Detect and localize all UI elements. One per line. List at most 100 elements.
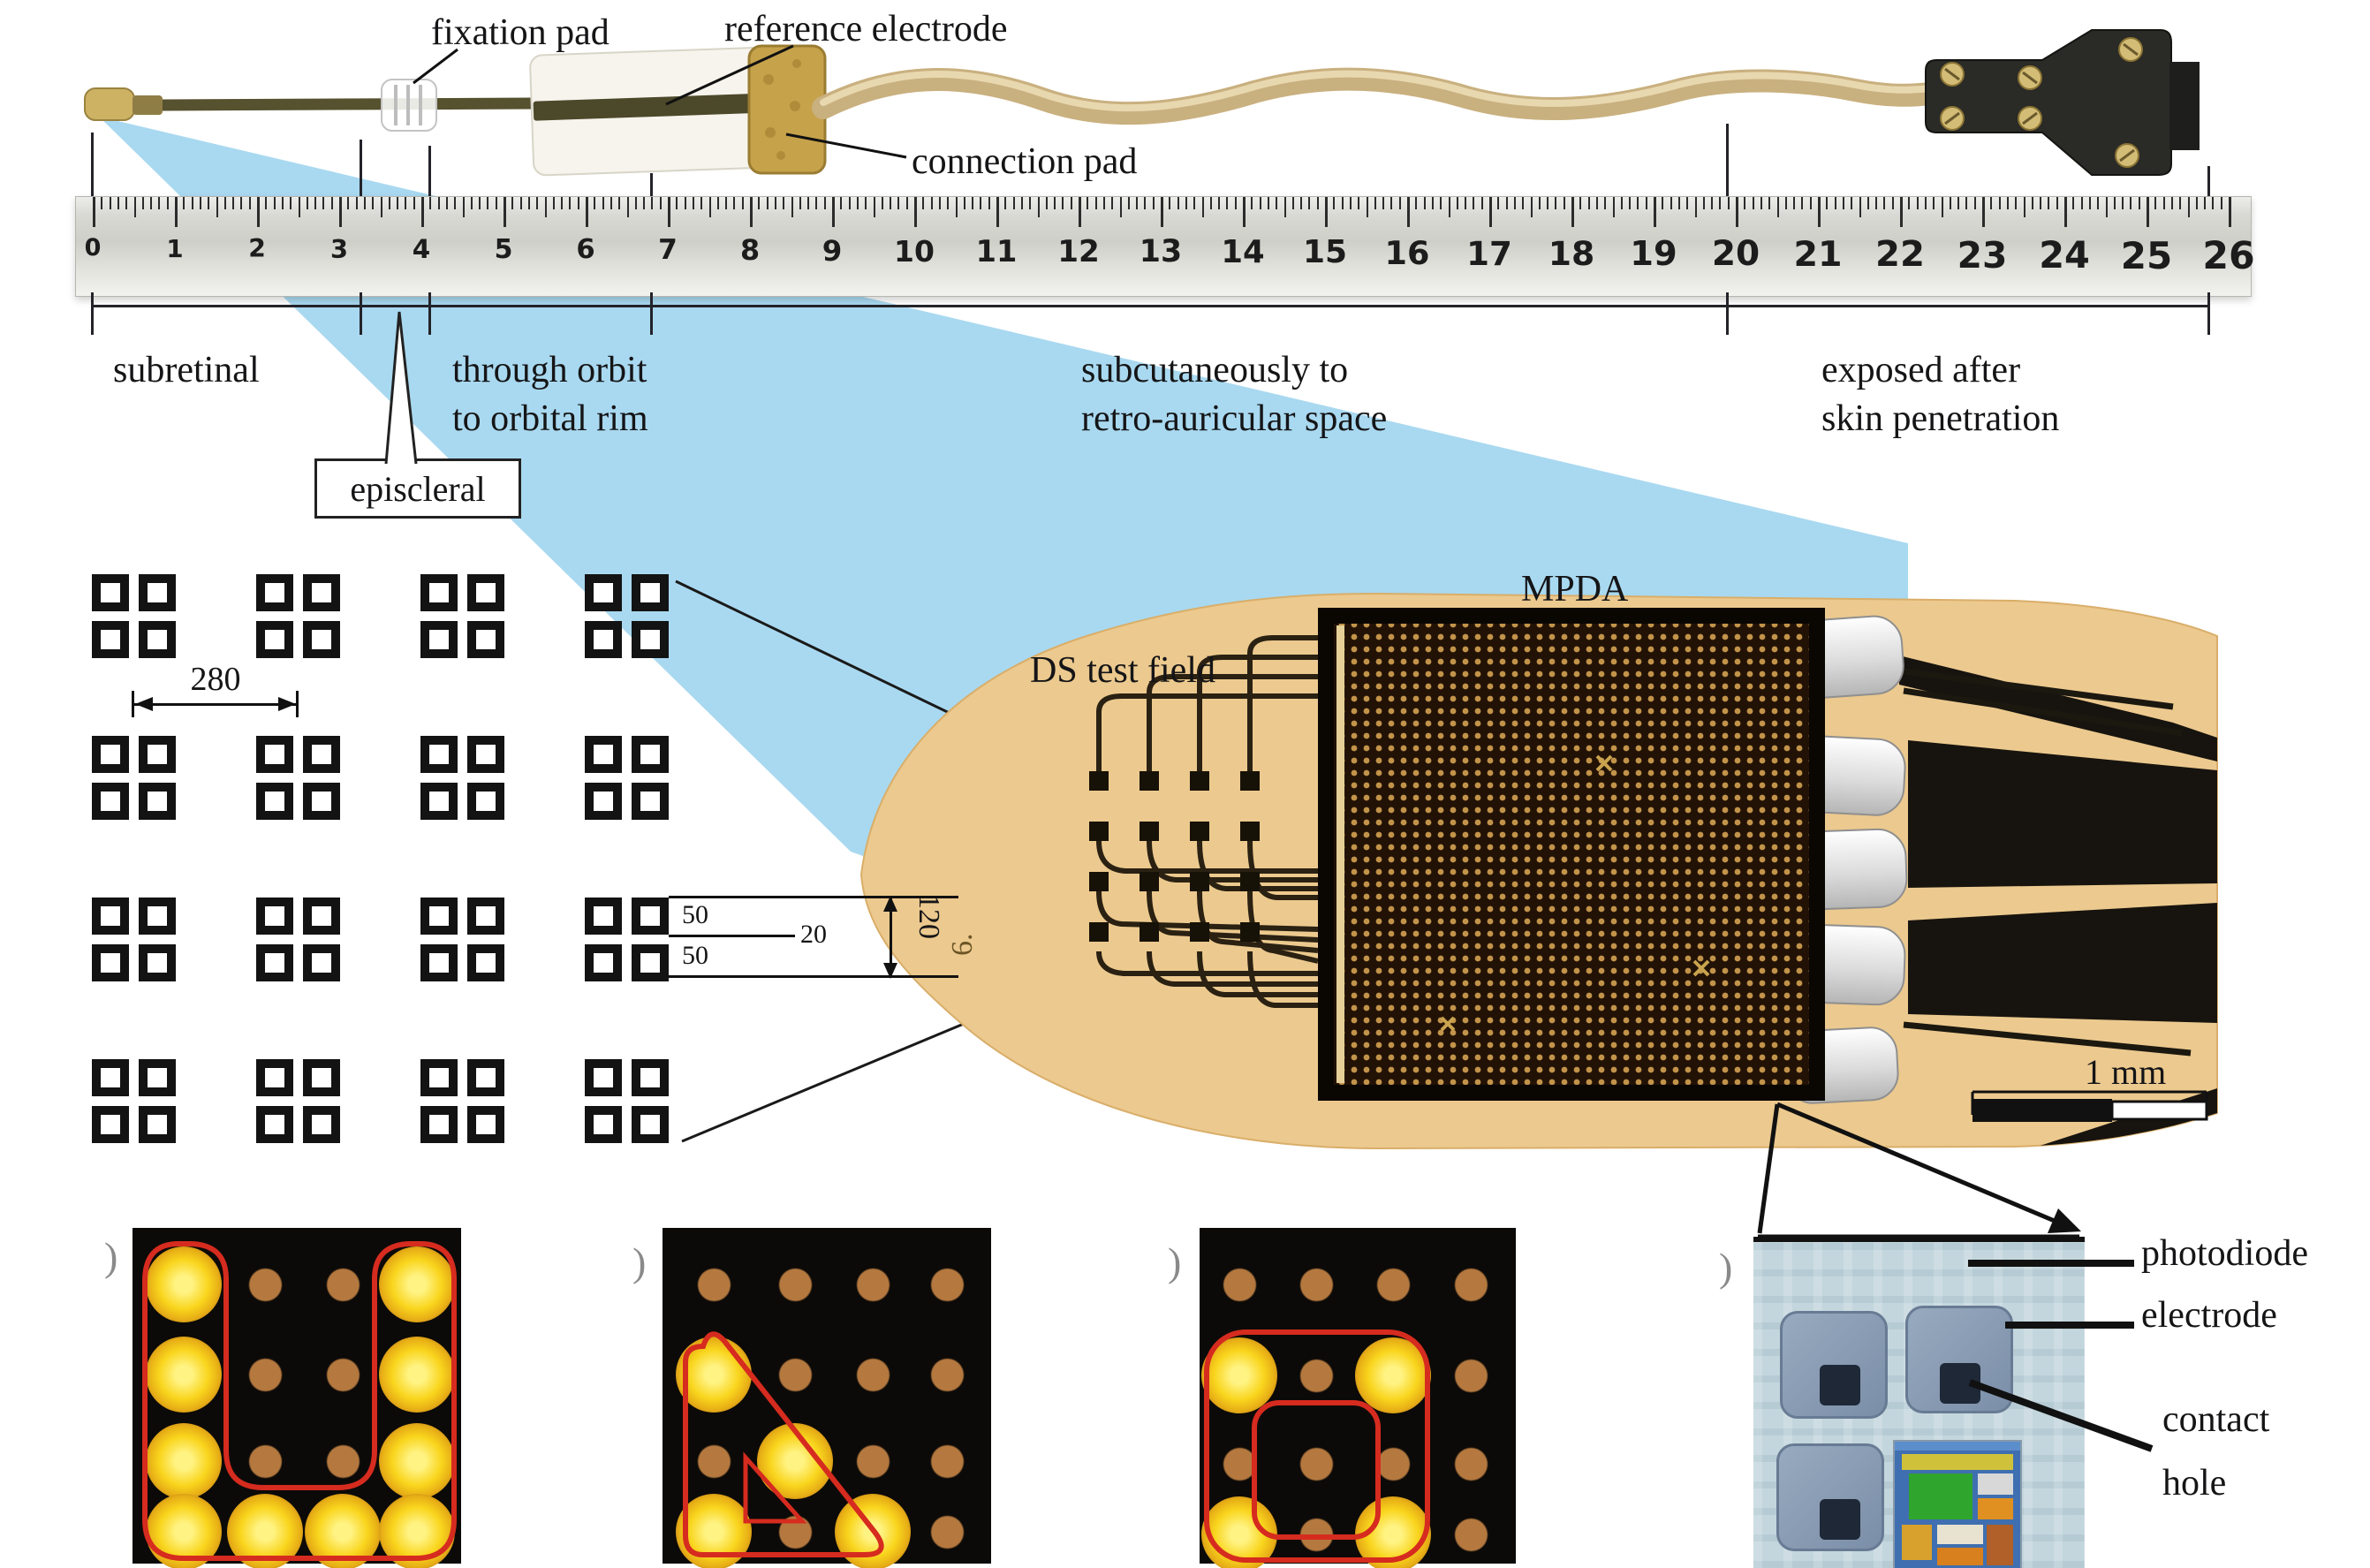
ruler-tick xyxy=(1440,197,1442,209)
inactive-dot xyxy=(930,1444,964,1478)
ruler-number-7: 7 xyxy=(658,234,678,266)
inactive-dot xyxy=(778,1268,812,1301)
ruler-tick xyxy=(290,197,292,209)
ruler-tick xyxy=(1670,197,1672,209)
ruler-tick xyxy=(1875,197,1878,209)
square-outline xyxy=(1204,1329,1430,1563)
electrode-square xyxy=(139,736,176,773)
ruler-tick xyxy=(1127,197,1130,209)
inactive-dot xyxy=(248,1358,282,1391)
inactive-dot xyxy=(930,1268,964,1301)
inactive-dot xyxy=(326,1358,360,1391)
ruler-tick xyxy=(634,197,637,209)
ruler-tick xyxy=(897,197,900,209)
ruler-tick xyxy=(421,197,424,227)
ruler-tick xyxy=(298,197,300,217)
ruler-tick xyxy=(2064,197,2067,227)
inactive-dot xyxy=(326,1444,360,1478)
electrode-square xyxy=(585,783,622,820)
ruler-number-4: 4 xyxy=(412,234,431,264)
bracket-tick xyxy=(91,292,94,335)
ruler-number-20: 20 xyxy=(1711,234,1760,274)
ruler-tick xyxy=(1842,197,1844,209)
ruler-tick xyxy=(1982,197,1985,227)
ruler-tick xyxy=(1555,197,1557,209)
ruler-tick xyxy=(306,197,308,209)
electrode-quad xyxy=(420,898,504,981)
ruler-tick xyxy=(626,197,629,217)
inactive-dot xyxy=(856,1268,890,1301)
ruler-tick xyxy=(1744,197,1746,209)
stimulated-dot xyxy=(379,1337,455,1413)
subretinal-tip xyxy=(84,87,135,121)
ruler-tick xyxy=(1144,197,1147,209)
ruler-tick xyxy=(552,197,555,209)
ruler-tick xyxy=(470,197,473,209)
ruler-number-22: 22 xyxy=(1875,234,1925,275)
dim-120-label: 120 xyxy=(912,894,945,939)
ruler-tick xyxy=(2229,197,2231,227)
electrode-quad xyxy=(420,736,504,820)
ruler-tick xyxy=(1020,197,1023,209)
ruler-tick xyxy=(1891,197,1894,209)
ruler-tick xyxy=(1809,197,1812,209)
ruler-number-0: 0 xyxy=(84,234,102,261)
electrode-square xyxy=(256,898,293,935)
ruler-tick xyxy=(905,197,908,209)
ruler-tick xyxy=(1587,197,1590,209)
electrode-square xyxy=(92,574,129,611)
electrode-square xyxy=(256,574,293,611)
ruler-tick xyxy=(2105,197,2108,217)
ruler-tick xyxy=(1193,197,1196,209)
stimulated-dot xyxy=(146,1246,222,1322)
ruler-tick xyxy=(1201,197,1204,217)
cable-band-upper xyxy=(1908,740,2217,888)
ruler-tick xyxy=(1037,197,1040,217)
ruler-tick xyxy=(1407,197,1410,227)
cable-band-lower xyxy=(1908,903,2217,1023)
chip-alignment-marks xyxy=(1440,754,1710,1032)
ruler-tick xyxy=(766,197,769,209)
mpda-chip xyxy=(1318,608,1825,1101)
electrode-square xyxy=(632,736,669,773)
electrode-quad xyxy=(585,574,669,658)
ruler-number-6: 6 xyxy=(576,234,595,265)
segment-bracket xyxy=(92,305,2210,307)
ref-line-4cm xyxy=(428,146,431,196)
ref-line-3cm xyxy=(360,140,362,196)
ruler-tick xyxy=(1029,197,1032,209)
dim-arrow-left xyxy=(135,697,153,711)
ruler-tick xyxy=(914,197,917,227)
ruler-tick xyxy=(1185,197,1187,209)
pixel-electrode-2 xyxy=(1905,1306,2013,1413)
segment-exposed-line2: skin penetration xyxy=(1821,398,2060,440)
scale-bar-label: 1 mm xyxy=(2085,1052,2167,1092)
ruler-tick xyxy=(618,197,621,209)
electrode-quad xyxy=(420,574,504,658)
ruler-tick xyxy=(2154,197,2157,209)
ruler-tick xyxy=(2187,197,2190,217)
segment-through-orbit: through orbit to orbital rim xyxy=(452,346,648,444)
stimulated-dot xyxy=(379,1246,455,1322)
ruler-tick xyxy=(700,197,703,209)
electrode-square xyxy=(303,621,340,658)
ruler-tick xyxy=(1398,197,1401,209)
contact-label: contact xyxy=(2162,1399,2270,1440)
ruler-tick xyxy=(2122,197,2124,209)
ruler-tick xyxy=(1949,197,1951,209)
ruler-tick xyxy=(380,197,382,217)
ruler-tick xyxy=(1111,197,1114,209)
contact-hole-3 xyxy=(1820,1499,1860,1540)
ruler-tick xyxy=(586,197,588,227)
ruler-tick xyxy=(684,197,686,209)
ruler-tick xyxy=(890,197,892,209)
segment-subcutaneous-line2: retro-auricular space xyxy=(1081,398,1388,440)
ruler-tick xyxy=(856,197,859,209)
ruler-tick xyxy=(1645,197,1647,209)
electrode-square xyxy=(256,783,293,820)
reference-electrode-part xyxy=(529,46,775,177)
ruler-tick xyxy=(791,197,793,217)
electrode-quad xyxy=(256,1059,340,1143)
electrode-square xyxy=(420,736,458,773)
